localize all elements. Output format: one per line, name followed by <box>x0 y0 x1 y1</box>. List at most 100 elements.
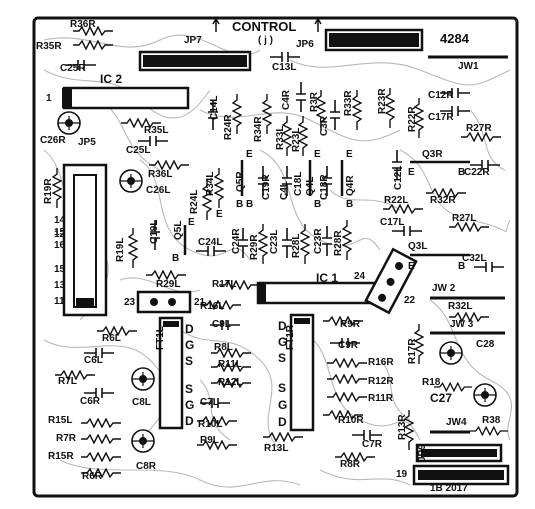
label-n12: 12 <box>54 229 66 240</box>
label-c6l: C6L <box>84 355 103 366</box>
label-r36l: R36L <box>148 169 173 180</box>
label-n11: 11 <box>54 296 65 307</box>
label-r15r: R15R <box>48 451 74 462</box>
label-r22r: R22R <box>407 106 418 132</box>
control-arrow-left <box>212 17 220 32</box>
label-c26l: C26L <box>146 185 171 196</box>
label-r27l: R27L <box>452 213 477 224</box>
label-jp7: JP7 <box>184 35 202 46</box>
label-r3r: R3R <box>309 91 320 112</box>
label-q5l: Q5L <box>173 220 184 240</box>
label-jp5: JP5 <box>78 137 96 148</box>
label-r29r: R29R <box>249 234 260 260</box>
label-r34l: R34L <box>205 171 216 196</box>
label-r32l: R32L <box>448 301 473 312</box>
label-c17r: C17R <box>428 112 454 123</box>
q3l-pin-b: B <box>458 261 466 272</box>
ft1r-pin-g2: G <box>278 398 288 412</box>
ft1r-transistor-array <box>289 313 315 432</box>
ecap-c27 <box>473 383 497 407</box>
label-c7r: C7R <box>362 439 383 450</box>
label-c8r: C8R <box>136 461 157 472</box>
label-r18: R18 <box>422 377 441 388</box>
label-c7l: C7L <box>200 397 219 408</box>
label-q5r: Q5R <box>235 171 246 192</box>
q5r2-pin-e: E <box>216 209 223 220</box>
label-r16r: R16R <box>368 357 394 368</box>
q5r-pin-b: B <box>246 199 254 210</box>
ft1l-pin-g2: G <box>185 398 195 412</box>
ecap-c8r <box>131 429 155 453</box>
connector-23-21 <box>136 290 192 314</box>
label-pin1: 1 <box>46 93 52 104</box>
label-q3r: Q3R <box>422 149 443 160</box>
label-r33l: R33L <box>275 125 286 150</box>
label-r7r: R7R <box>56 433 77 444</box>
label-r13r: R13R <box>397 414 408 440</box>
label-ic1: IC 1 <box>316 271 339 285</box>
ft1l-pin-s2: S <box>185 382 194 396</box>
label-r28r: R28R <box>333 230 344 256</box>
ft1r-pin-s2: S <box>278 381 287 395</box>
ft1l-pin-g1: G <box>185 338 195 352</box>
label-ft1r: FT1R <box>285 325 296 350</box>
ft1r-pin-s1: S <box>278 351 287 365</box>
label-c24l: C24L <box>198 237 223 248</box>
label-c8l: C8L <box>132 397 151 408</box>
label-r23r: R23R <box>377 88 388 114</box>
ecap-c8l <box>131 367 155 391</box>
label-r32r: R32R <box>430 195 456 206</box>
label-r36r: R36R <box>70 19 96 30</box>
label-c19l: C19L <box>149 219 160 244</box>
label-r34r: R34R <box>253 116 264 142</box>
label-ic2: IC 2 <box>100 72 123 86</box>
label-r11r: R11R <box>368 393 394 404</box>
label-c25r: C25R <box>60 63 86 74</box>
label-r12r: R12R <box>368 376 394 387</box>
label-n15: 15 <box>54 227 66 238</box>
label-n16: 16 <box>54 240 66 251</box>
label-jw4: JW4 <box>446 417 467 428</box>
label-c17l: C17L <box>380 217 405 228</box>
ft1r-pin-g1: G <box>278 335 288 349</box>
label-n19: 19 <box>396 469 408 480</box>
label-r9r: R9R <box>340 319 361 330</box>
label-c28: C28 <box>476 339 495 350</box>
label-c13l: C13L <box>272 62 297 73</box>
q3l-pin-e: E <box>408 261 415 272</box>
q3r-pin-e: E <box>408 167 415 178</box>
label-jw2: JW 2 <box>432 283 456 294</box>
label-r35l: R35L <box>144 125 169 136</box>
q4r-pin-e: E <box>346 149 353 160</box>
label-jp6: JP6 <box>296 39 314 50</box>
q4l-pin-b: B <box>314 199 322 210</box>
label-n15b: 15 <box>54 264 66 275</box>
label-r6r: R6R <box>82 471 103 482</box>
label-r11l: R11L <box>218 359 242 370</box>
label-r16l: R16L <box>200 301 225 312</box>
label-jw1: JW1 <box>458 61 479 72</box>
label-r7l: R7L <box>58 376 77 387</box>
label-n21: 21 <box>194 297 206 308</box>
label-c12r: C12R <box>428 90 454 101</box>
control-sub-label: ( j ) <box>258 35 273 46</box>
label-c18r: C18R <box>319 174 330 200</box>
ft1l-pin-d2: D <box>185 414 194 428</box>
label-jp9: JP9 <box>417 444 428 462</box>
ft1r-pin-d1: D <box>278 319 287 333</box>
label-r17r: R17R <box>407 338 418 364</box>
date-code: 1B 2017 <box>430 483 468 494</box>
label-c4l: C4L <box>279 181 290 200</box>
label-c23l: C23L <box>269 229 280 254</box>
label-q3l: Q3L <box>408 241 428 252</box>
label-c12l: C12L <box>393 165 404 190</box>
label-c19r: C19R <box>261 174 272 200</box>
label-r10l: R10L <box>198 419 223 430</box>
label-r12l: R12L <box>218 377 243 388</box>
label-c3r: C3R <box>319 115 330 136</box>
label-n13: 13 <box>54 280 66 291</box>
label-r9l: R9L <box>200 435 219 446</box>
label-q4l: Q4L <box>305 176 316 196</box>
label-c9r: C9R <box>338 340 359 351</box>
